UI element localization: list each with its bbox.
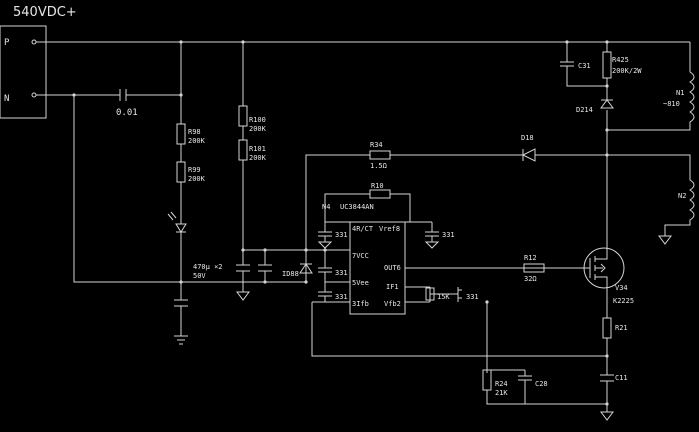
c28-label: C28 [535,380,548,388]
terminal-n-label: N [4,94,9,104]
terminal-p-label: P [4,38,10,48]
r100-r101-divider: R100 200K R101 200K [236,42,306,301]
c331-d: 331 [335,293,348,301]
ic-pin-vfb: Vfb2 [384,300,401,308]
zener-diode: ID88 [282,250,313,282]
bulk-cap-voltage: 50V [193,272,206,280]
r10-label: R10 [371,182,384,190]
transformer-auxiliary: N2 [607,154,695,245]
r100-value: 200K [249,125,267,133]
zener-label: ID88 [282,270,299,278]
r101-value: 200K [249,154,267,162]
supply-title: 540VDC+ [13,5,77,20]
ic-name-label: UC3844AN [340,203,374,211]
r15k-label: 15K [437,293,450,301]
gate-resistor: R12 32Ω [523,254,590,283]
ic-pin-vref: Vref8 [379,225,400,233]
r100-label: R100 [249,116,266,124]
ic-pin-gnd: 5Vee [352,279,369,287]
aux-feedback-line: R34 1.5Ω D18 [305,134,607,250]
mosfet-value: K2225 [613,297,634,305]
r425-value: 200K/2W [612,67,642,75]
c331-b: 331 [442,231,455,239]
negative-line [36,94,306,283]
transformer-primary: N1 ~810 [607,42,695,131]
power-mosfet: V34 K2225 [583,245,634,305]
junction-dots [72,40,609,406]
ic-pin-rtct: 4R/CT [352,225,374,233]
input-terminal-block: P N [0,25,47,119]
ic-pin-if: IF1 [386,283,399,291]
r98-r99-divider: R98 200K R99 200K [167,42,206,345]
source-network: R21 C11 [311,290,628,421]
bulk-cap-label: 470μ ×2 [193,263,223,271]
r10: R10 [324,182,411,222]
r425-label: R425 [612,56,629,64]
bulk-capacitors: 470μ ×2 50V [193,250,272,282]
r98-value: 200K [188,137,206,145]
c331-a: 331 [335,231,348,239]
c331-e: 331 [466,293,479,301]
ic-pin-vcc: 7VCC [352,252,369,260]
r34-value: 1.5Ω [370,162,387,170]
r21-label: R21 [615,324,628,332]
r24-label: R24 [495,380,508,388]
ic-pin-out: OUT6 [384,264,401,272]
n1-value: ~810 [663,100,680,108]
c31-label: C31 [578,62,591,70]
input-capacitor-label: 0.01 [116,108,138,118]
uc3844-controller: N4 UC3844AN 4R/CT Vref8 7VCC 5Vee 3Ifb O… [306,203,530,315]
n1-label: N1 [676,89,684,97]
r101-label: R101 [249,145,266,153]
compensation-network: 15K 331 [425,287,479,302]
r12-value: 32Ω [524,275,537,283]
timing-capacitors: 331 331 331 331 [317,222,455,302]
r99-label: R99 [188,166,201,174]
ic-ref-label: N4 [322,203,330,211]
r98-label: R98 [188,128,201,136]
mosfet-label: V34 [615,284,628,292]
d214-label: D214 [576,106,593,114]
r24-c28: R24 21K C28 [482,302,550,405]
input-capacitor: 0.01 [116,89,181,118]
r34-label: R34 [370,141,383,149]
r24-value: 21K [495,389,508,397]
c11-label: C11 [615,374,628,382]
n2-label: N2 [678,192,686,200]
d18-label: D18 [521,134,534,142]
r99-value: 200K [188,175,206,183]
r12-label: R12 [524,254,537,262]
c331-c: 331 [335,269,348,277]
ic-pin-fb: 3Ifb [352,300,369,308]
snubber-network: C31 R425 200K/2W D214 [560,42,642,245]
